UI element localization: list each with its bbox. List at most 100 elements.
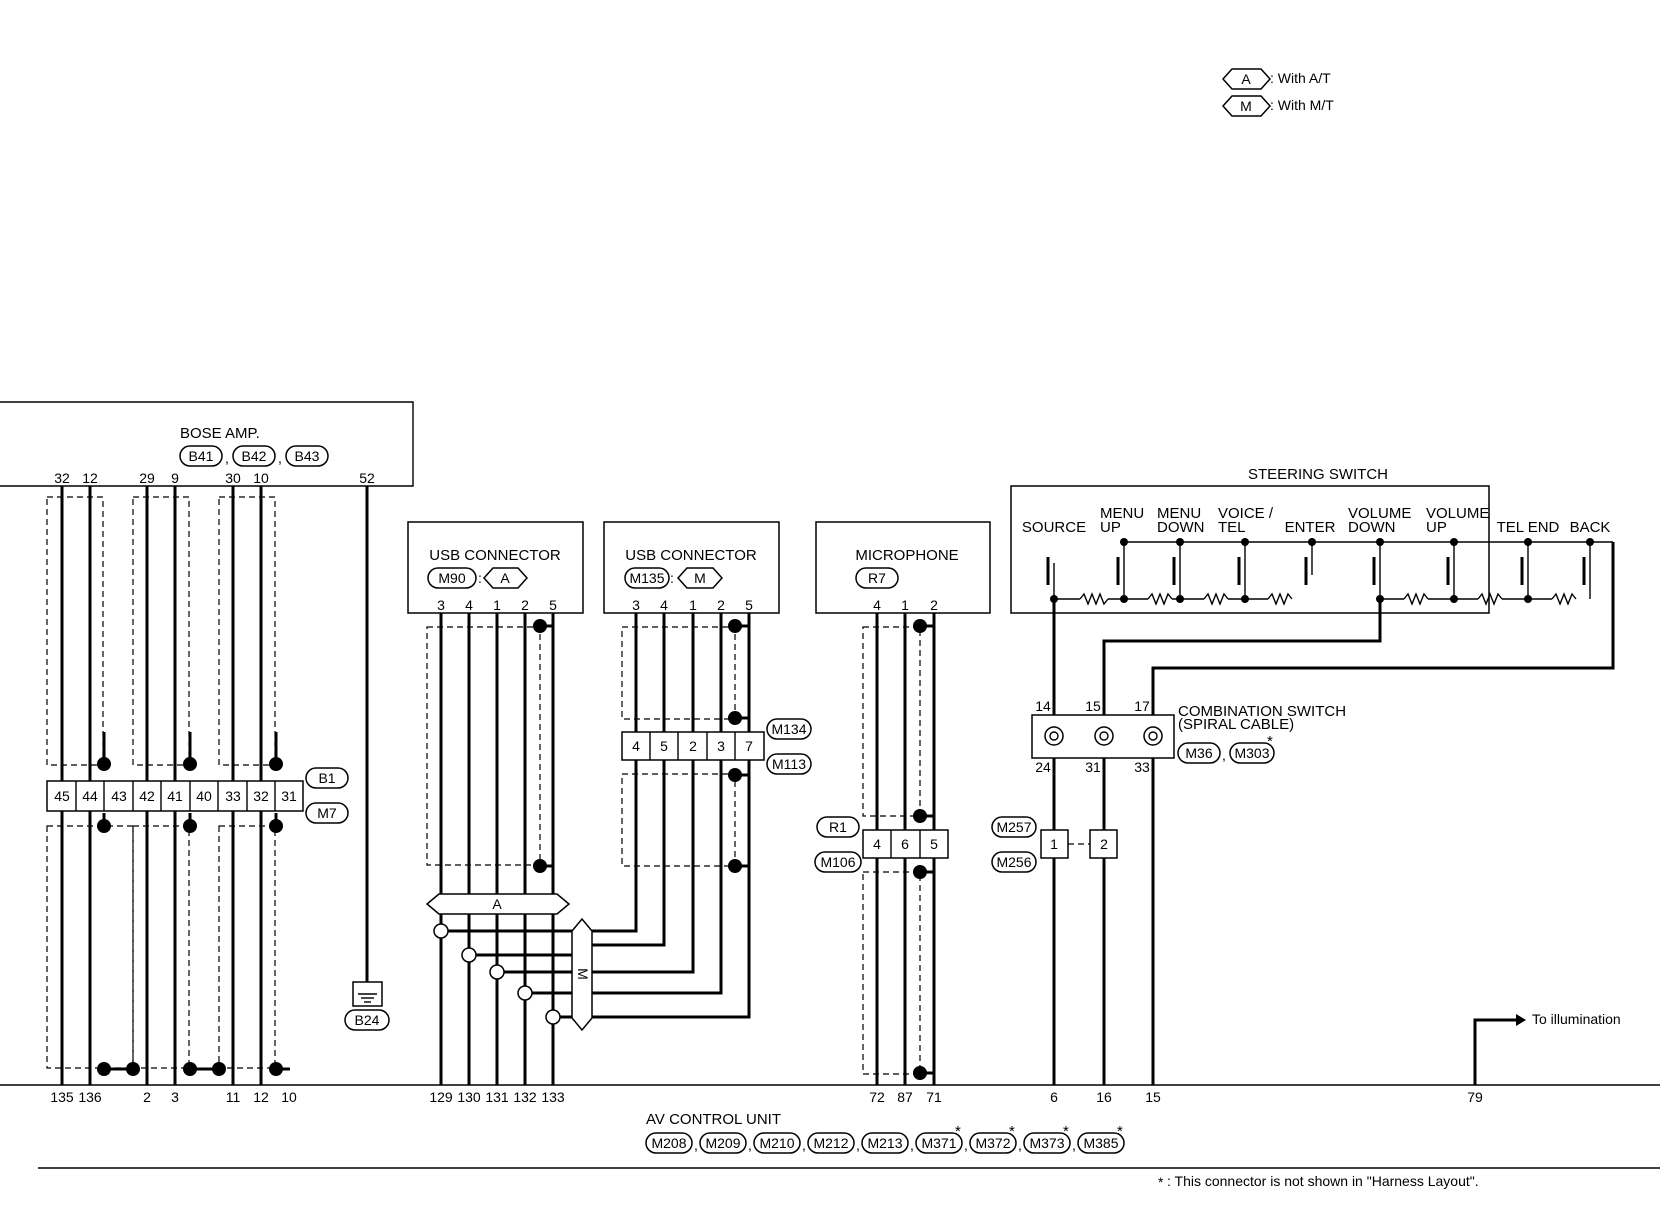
splice-dot <box>97 1062 111 1076</box>
conn-m256: M256 <box>996 854 1031 870</box>
av-pin: 12 <box>253 1089 269 1105</box>
steering-switch-box <box>1010 485 1490 614</box>
jpin: 42 <box>139 788 155 804</box>
splice-dot <box>728 859 742 873</box>
conn-b1: B1 <box>318 770 335 786</box>
conn-m257: M257 <box>996 819 1031 835</box>
btn-volume-up: UP <box>1426 519 1447 536</box>
open-splice <box>517 985 533 1001</box>
bose-conn-b41: B41 <box>189 448 214 464</box>
sep-comma: , <box>278 450 282 466</box>
shield <box>218 825 276 1069</box>
resistor <box>1203 592 1229 606</box>
splice-dot <box>183 757 197 771</box>
pin: 4 <box>660 597 668 613</box>
resistor <box>1477 592 1503 606</box>
sep-comma: , <box>964 1137 968 1153</box>
av-conn: M372 <box>975 1135 1010 1151</box>
resistor <box>1403 592 1429 606</box>
steering-switch-title: STEERING SWITCH <box>1248 466 1388 483</box>
av-conn-oval <box>699 1132 747 1154</box>
bose-amp: BOSE AMP. B41 , B42 , B43 32 12 29 9 30 … <box>0 401 414 1085</box>
resistor <box>1267 592 1293 606</box>
open-splice <box>461 947 477 963</box>
av-pin: 16 <box>1096 1089 1112 1105</box>
sep-comma: , <box>225 450 229 466</box>
jpin: 45 <box>54 788 70 804</box>
av-conn-oval <box>645 1132 693 1154</box>
splice-dot <box>728 768 742 782</box>
av-pin: 10 <box>281 1089 297 1105</box>
splice-dot <box>97 819 111 833</box>
btn-tel-end: TEL END <box>1497 519 1560 536</box>
conn-m113-oval <box>766 753 812 775</box>
spiral-contact <box>1044 726 1064 746</box>
pin: 15 <box>1085 698 1101 714</box>
av-conn-oval <box>1023 1132 1071 1154</box>
av-pin: 130 <box>457 1089 481 1105</box>
av-conn: M210 <box>759 1135 794 1151</box>
av-conn: M212 <box>813 1135 848 1151</box>
av-control-unit: 135 136 2 3 11 12 10 129 130 131 132 133… <box>0 1084 1660 1154</box>
sep-comma: , <box>910 1137 914 1153</box>
conn-m134-oval <box>766 718 812 740</box>
conn-r7: R7 <box>868 570 886 586</box>
pin: 2 <box>521 597 529 613</box>
jpin: 5 <box>660 738 668 754</box>
sep-colon: : <box>670 570 674 586</box>
legend-hex-a <box>1221 68 1272 90</box>
junction-m134-m113 <box>621 731 765 761</box>
btn-menu-down: DOWN <box>1157 519 1205 536</box>
bose-conn-b42-oval <box>232 445 276 467</box>
splice-dot <box>269 1062 283 1076</box>
wire <box>586 613 666 947</box>
splice-dot <box>913 1066 927 1080</box>
pin: 1 <box>493 597 501 613</box>
bose-amp-box <box>0 401 414 487</box>
splice-dot <box>1450 538 1458 546</box>
pin: 3 <box>632 597 640 613</box>
conn-b24: B24 <box>355 1012 380 1028</box>
variant-bus: A M <box>425 893 593 1032</box>
shield <box>621 773 736 867</box>
av-pin: 15 <box>1145 1089 1161 1105</box>
bus-a-label: A <box>492 896 502 912</box>
footnote-star: * <box>1158 1174 1164 1190</box>
pin: 1 <box>1050 836 1058 852</box>
illumination-label: To illumination <box>1532 1011 1621 1027</box>
jpin: 3 <box>717 738 725 754</box>
microphone-box <box>815 521 991 614</box>
spiral-contact-inner <box>1099 731 1109 741</box>
usb-m-title: USB CONNECTOR <box>625 547 757 564</box>
btn-l1: VOLUME <box>1348 505 1411 522</box>
conn-m134: M134 <box>771 721 806 737</box>
pin: 4 <box>873 597 881 613</box>
splice-dot <box>126 1062 140 1076</box>
btn-voice-tel: TEL <box>1218 519 1246 536</box>
pin: 1 <box>689 597 697 613</box>
splice-dot <box>183 1062 197 1076</box>
conn-r7-oval <box>855 567 899 589</box>
av-conn-oval <box>753 1132 801 1154</box>
star-mark: * <box>1117 1123 1123 1140</box>
pin: 3 <box>437 597 445 613</box>
legend: A : With A/T M : With M/T <box>1221 68 1334 117</box>
wire <box>1151 542 1615 1085</box>
conn-m90: M90 <box>438 570 465 586</box>
resistor <box>1147 592 1173 606</box>
conn-b24-oval <box>344 1009 390 1031</box>
splice-dot <box>1120 538 1128 546</box>
av-pin: 2 <box>143 1089 151 1105</box>
steering-switch: STEERING SWITCH SOURCE MENU UP MENU DOWN… <box>1010 466 1615 1085</box>
splice-dot <box>1176 538 1184 546</box>
av-conn: M209 <box>705 1135 740 1151</box>
star-mark: * <box>955 1123 961 1140</box>
splice-dot <box>1586 538 1594 546</box>
bus-m-label: M <box>575 968 591 980</box>
usb-connector-m: USB CONNECTOR M135 : M 3 4 1 2 5 4 5 2 3 <box>579 521 812 1019</box>
pin: 33 <box>1134 759 1150 775</box>
splice-dot <box>913 865 927 879</box>
conn-m106-oval <box>814 851 862 873</box>
pin: 31 <box>1085 759 1101 775</box>
